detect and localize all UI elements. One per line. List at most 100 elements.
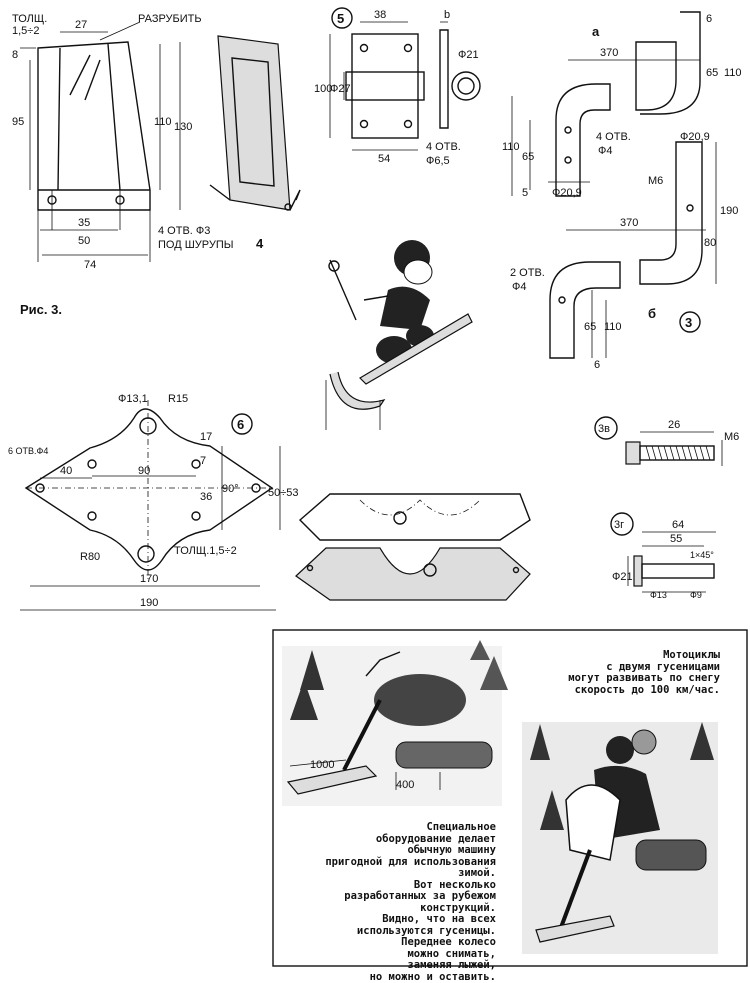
caption-bottom-line: обычную машину <box>284 845 496 857</box>
part5-holes-line1: 4 ОТВ. <box>426 141 461 153</box>
photo-caption-bottom: Специальное оборудование делает обычную … <box>284 822 496 983</box>
caption-bottom-line: Видно, что на всех <box>284 914 496 926</box>
part6-dim-50-53: 50÷53 <box>268 487 299 499</box>
part5-dim-d21: Ф21 <box>458 49 479 61</box>
caption-top-line: скорость до 100 км/час. <box>560 685 720 697</box>
part4-holes-line1: 4 ОТВ. Ф3 <box>158 225 210 237</box>
part5-holes-line2: Ф6,5 <box>426 155 450 167</box>
part3g-dim-64: 64 <box>672 519 684 531</box>
part6-holes: 6 ОТВ.Ф4 <box>8 446 48 456</box>
part6-number: 6 <box>237 417 244 432</box>
caption-bottom-line: Специальное <box>284 822 496 834</box>
part3g-chamfer: 1×45° <box>690 550 714 560</box>
part3-dim-110-left: 110 <box>502 141 520 153</box>
part3v-number-badge: 3в <box>595 417 617 439</box>
part6-thick: ТОЛЩ.1,5÷2 <box>174 545 237 557</box>
part4-break-label: РАЗРУБИТЬ <box>138 13 202 25</box>
part3-dim-370-bot: 370 <box>620 217 638 229</box>
part5-dim-d27: Ф27 <box>330 83 351 95</box>
part3-dim-d209-b: Ф20,9 <box>680 131 710 143</box>
part3-holes-b-d: Ф4 <box>512 281 526 293</box>
snowmobile-photo-1 <box>282 640 508 806</box>
part3-dim-65-left: 65 <box>522 151 534 163</box>
part4-dim-8: 8 <box>12 49 18 61</box>
part6-dim-angle: 90° <box>222 483 239 495</box>
part3g-number-badge: 3г <box>611 513 633 535</box>
part3g-dim-d9: Ф9 <box>690 590 702 600</box>
part3v-dim-26: 26 <box>668 419 680 431</box>
part6-dim-r80: R80 <box>80 551 100 563</box>
part3g-dim-d13: Ф13 <box>650 590 667 600</box>
part3-label-a: а <box>592 24 600 39</box>
part5-drawing <box>330 22 480 150</box>
part4-drawing <box>20 22 180 262</box>
part4-dim-130: 130 <box>174 121 192 133</box>
part6-dim-17: 17 <box>200 431 212 443</box>
part3-dim-d209-a: Ф20,9 <box>552 187 582 199</box>
part3-dim-65-top: 65 <box>706 67 718 79</box>
part3-number-badge: 3 <box>680 312 700 332</box>
part4-number: 4 <box>256 236 264 251</box>
caption-top-line: Мотоциклы <box>560 650 720 662</box>
part4-dim-74: 74 <box>84 259 96 271</box>
caption-bottom-line: заменяя лыжей, <box>284 960 496 972</box>
part3v-thread: М6 <box>724 431 739 443</box>
part5-dim-b: b <box>444 9 450 21</box>
part4-dim-95: 95 <box>12 116 24 128</box>
part3-dim-370-top: 370 <box>600 47 618 59</box>
photo-label-1000: 1000 <box>310 759 334 771</box>
part3g-dim-d21: Ф21 <box>612 571 633 583</box>
part6-dim-170: 170 <box>140 573 158 585</box>
part3-holes-b: 2 ОТВ. <box>510 267 545 279</box>
caption-bottom-line: пригодной для использования зимой. <box>284 857 496 880</box>
part3-label-b: б <box>648 306 656 321</box>
part3g-dim-55: 55 <box>670 533 682 545</box>
part3-dim-6-bot: 6 <box>594 359 600 371</box>
part3a-drawing <box>512 12 700 196</box>
part6-dim-36: 36 <box>200 491 212 503</box>
part4-dim-50: 50 <box>78 235 90 247</box>
part4-dim-27: 27 <box>75 19 87 31</box>
part4-dim-35: 35 <box>78 217 90 229</box>
part3v-number: 3в <box>598 423 610 435</box>
part3-thread: М6 <box>648 175 663 187</box>
part4-holes-line2: ПОД ШУРУПЫ <box>158 239 234 251</box>
part6-dim-r15: R15 <box>168 393 188 405</box>
part6-dim-90: 90 <box>138 465 150 477</box>
part3-dim-80: 80 <box>704 237 716 249</box>
part3-holes-a-d: Ф4 <box>598 145 612 157</box>
part3-dim-5: 5 <box>522 187 528 199</box>
part3-dim-6: 6 <box>706 13 712 25</box>
skier-illustration <box>326 240 472 430</box>
snowmobile-photo-2 <box>522 722 718 954</box>
photo-caption-top: Мотоциклы с двумя гусеницами могут разви… <box>560 650 720 696</box>
part4-dim-110: 110 <box>154 116 172 128</box>
part6-dim-190: 190 <box>140 597 158 609</box>
part4-thick-value: 1,5÷2 <box>12 25 39 37</box>
caption-bottom-line: Переднее колесо <box>284 937 496 949</box>
part4-thick-label: ТОЛЩ. <box>12 13 47 25</box>
part3-dim-190: 190 <box>720 205 738 217</box>
part3-dim-65-bot: 65 <box>584 321 596 333</box>
figure-label: Рис. 3. <box>20 302 62 317</box>
part5-dim-54: 54 <box>378 153 390 165</box>
caption-top-line: могут развивать по снегу <box>560 673 720 685</box>
part6-dim-7: 7 <box>200 455 206 467</box>
part3-holes-a: 4 ОТВ. <box>596 131 631 143</box>
caption-bottom-line: разработанных за рубежом <box>284 891 496 903</box>
part3v-drawing <box>626 432 722 466</box>
part6-number-badge: 6 <box>232 414 252 434</box>
part6-dim-40: 40 <box>60 465 72 477</box>
photo-label-400: 400 <box>396 779 414 791</box>
part6-iso-view <box>296 494 530 600</box>
part3-number: 3 <box>685 315 692 330</box>
part3-dim-110-top: 110 <box>724 67 742 79</box>
part5-number-badge: 5 <box>332 8 352 28</box>
part3-dim-110-bot: 110 <box>604 321 622 333</box>
part6-dim-d131: Ф13,1 <box>118 393 148 405</box>
part4-iso-view <box>210 36 300 210</box>
part3g-number: 3г <box>614 519 624 531</box>
caption-bottom-line: но можно и оставить. <box>284 972 496 983</box>
part5-dim-38: 38 <box>374 9 386 21</box>
part5-number: 5 <box>337 11 344 26</box>
